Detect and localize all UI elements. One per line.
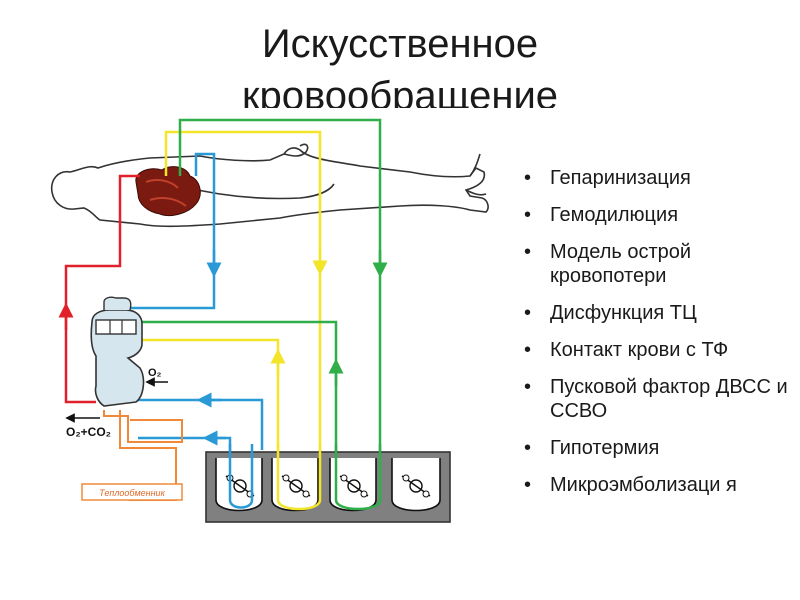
pump-2 xyxy=(271,458,319,512)
arterial-line xyxy=(64,174,140,404)
arm-outline xyxy=(179,183,335,200)
oxygen-label: O₂ xyxy=(148,367,162,379)
heat-exchanger-label: Теплообменник xyxy=(99,488,165,498)
list-item: Контакт крови с ТФ xyxy=(520,338,790,362)
green-line xyxy=(134,118,382,454)
complications-list: Гепаринизация Гемодилюция Модель острой … xyxy=(520,166,790,510)
yellow-loop-overlay xyxy=(276,444,322,511)
gas-outlet: O₂+CO₂ xyxy=(65,413,111,439)
list-item: Гипотермия xyxy=(520,436,790,460)
oxygen-inlet: O₂ xyxy=(145,367,168,387)
hand-outline xyxy=(283,143,309,157)
foot-outline xyxy=(465,153,487,196)
title-clip: Искусственное кровообращение xyxy=(0,0,800,108)
blue-loop-overlay xyxy=(228,444,254,509)
list-item: Гепаринизация xyxy=(520,166,790,190)
roller-pump-console xyxy=(205,451,451,523)
heat-exchanger: Теплообменник xyxy=(81,410,183,501)
pump-1 xyxy=(215,458,263,512)
title-line-1: Искусственное xyxy=(261,22,539,66)
pump-3 xyxy=(329,458,377,512)
oxygenator xyxy=(90,296,145,407)
list-item: Пусковой фактор ДВСС и ССВО xyxy=(520,375,790,423)
patient-body xyxy=(50,143,489,228)
pump-4 xyxy=(391,458,441,512)
green-loop-overlay xyxy=(334,444,382,511)
list-item: Микроэмболизаци я xyxy=(520,473,790,497)
list-item: Модель острой кровопотери xyxy=(520,240,790,288)
gas-out-label: O₂+CO₂ xyxy=(66,425,111,439)
heart-icon xyxy=(135,166,201,217)
yellow-line xyxy=(134,130,322,454)
page-title: Искусственное кровообращение xyxy=(0,18,800,108)
title-line-2: кровообращение xyxy=(241,74,559,108)
list-item: Дисфункция ТЦ xyxy=(520,301,790,325)
body-outline xyxy=(50,147,489,228)
list-item: Гемодилюция xyxy=(520,203,790,227)
